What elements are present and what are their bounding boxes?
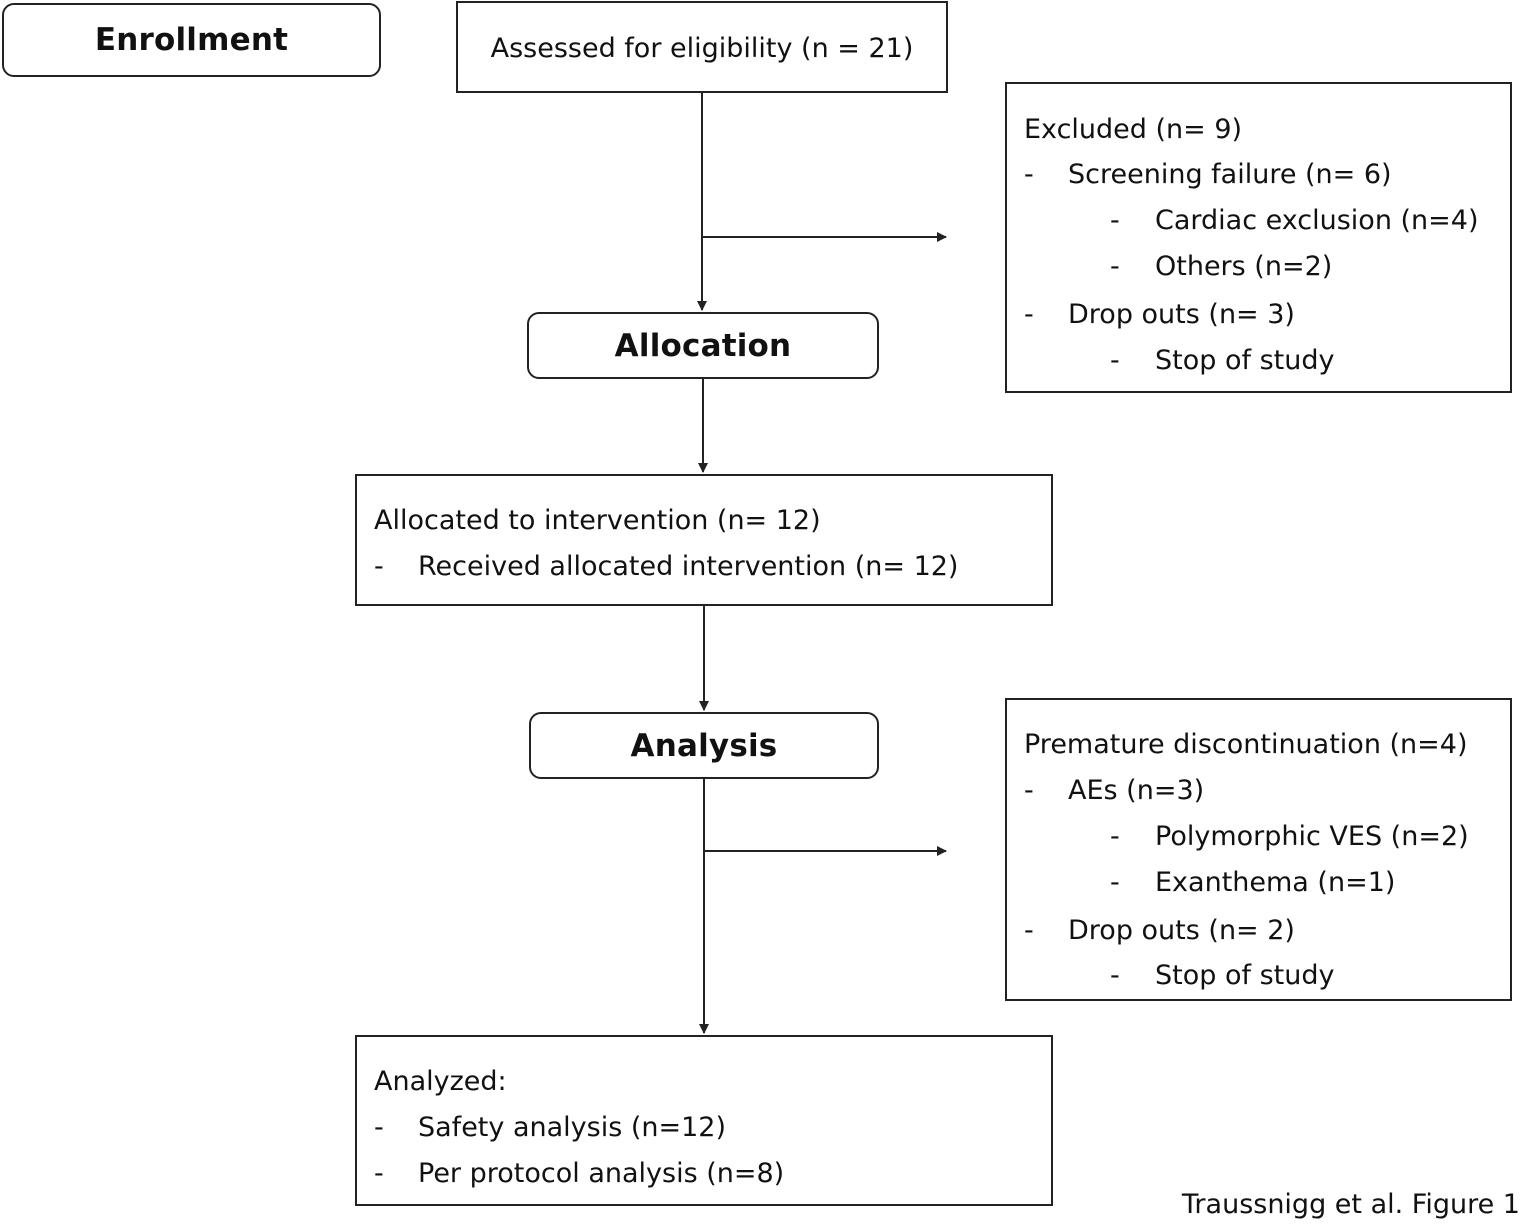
safety-analysis-item: Safety analysis (n=12) (418, 1112, 727, 1143)
bullet-dash: - (1024, 159, 1034, 190)
analysis-stage-box: Analysis (529, 712, 879, 779)
bullet-dash: - (1110, 960, 1120, 991)
aes-item: AEs (n=3) (1068, 775, 1205, 806)
figure-caption: Traussnigg et al. Figure 1 (1181, 1189, 1520, 1220)
screening-failure-item: Screening failure (n= 6) (1068, 159, 1392, 190)
discontinuation-box: Premature discontinuation (n=4) - AEs (n… (1005, 698, 1512, 1001)
per-protocol-analysis-item: Per protocol analysis (n=8) (418, 1158, 785, 1189)
bullet-dash: - (1110, 251, 1120, 282)
allocated-box: Allocated to intervention (n= 12) - Rece… (355, 474, 1053, 606)
analysis-stage-label: Analysis (630, 727, 778, 764)
excluded-title: Excluded (n= 9) (1024, 114, 1243, 145)
bullet-dash: - (374, 1112, 384, 1143)
bullet-dash: - (1024, 915, 1034, 946)
bullet-dash: - (1110, 345, 1120, 376)
bullet-dash: - (1110, 821, 1120, 852)
dropouts-item: Drop outs (n= 2) (1068, 915, 1295, 946)
analyzed-title: Analyzed: (374, 1066, 507, 1097)
bullet-dash: - (1110, 205, 1120, 236)
others-item: Others (n=2) (1155, 251, 1333, 282)
stop-of-study-item: Stop of study (1155, 345, 1335, 376)
assessed-text: Assessed for eligibility (n = 21) (490, 33, 914, 64)
bullet-dash: - (1024, 775, 1034, 806)
dropouts-item: Drop outs (n= 3) (1068, 299, 1295, 330)
bullet-dash: - (1024, 299, 1034, 330)
assessed-box: Assessed for eligibility (n = 21) (456, 1, 948, 93)
discontinuation-title: Premature discontinuation (n=4) (1024, 729, 1468, 760)
enrollment-stage-box: Enrollment (2, 3, 381, 77)
analyzed-box: Analyzed: - Safety analysis (n=12) - Per… (355, 1035, 1053, 1206)
allocation-stage-label: Allocation (614, 327, 792, 364)
allocation-stage-box: Allocation (527, 312, 879, 379)
allocated-title: Allocated to intervention (n= 12) (374, 505, 821, 536)
excluded-box: Excluded (n= 9) - Screening failure (n= … (1005, 82, 1512, 393)
stop-of-study-item: Stop of study (1155, 960, 1335, 991)
enrollment-stage-label: Enrollment (94, 22, 289, 58)
cardiac-exclusion-item: Cardiac exclusion (n=4) (1155, 205, 1479, 236)
bullet-dash: - (374, 551, 384, 582)
received-intervention-item: Received allocated intervention (n= 12) (418, 551, 959, 582)
polymorphic-ves-item: Polymorphic VES (n=2) (1155, 821, 1469, 852)
bullet-dash: - (1110, 867, 1120, 898)
bullet-dash: - (374, 1158, 384, 1189)
exanthema-item: Exanthema (n=1) (1155, 867, 1396, 898)
